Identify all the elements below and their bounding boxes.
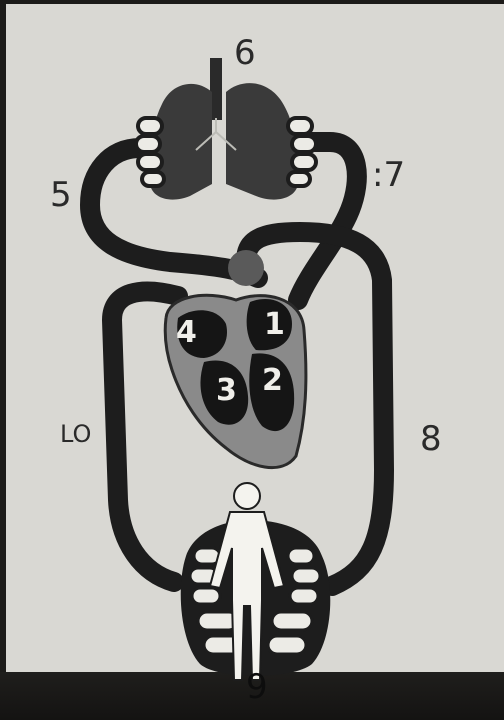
label-8: 8	[420, 422, 442, 456]
chamber-label-1: 1	[264, 310, 285, 340]
aortic-arch-bulb	[228, 250, 264, 286]
lungs	[136, 58, 316, 200]
chamber-label-4: 4	[176, 318, 197, 348]
heart	[165, 250, 306, 468]
chamber-label-3: 3	[216, 376, 237, 406]
body-capillary-bed	[181, 483, 331, 680]
label-6: 6	[234, 36, 256, 70]
label-10: LO	[60, 422, 91, 446]
figure-head	[234, 483, 260, 509]
label-9: 9	[246, 670, 268, 704]
chamber-label-2: 2	[262, 366, 283, 396]
label-7: :7	[372, 158, 405, 192]
label-5: 5	[50, 178, 72, 212]
